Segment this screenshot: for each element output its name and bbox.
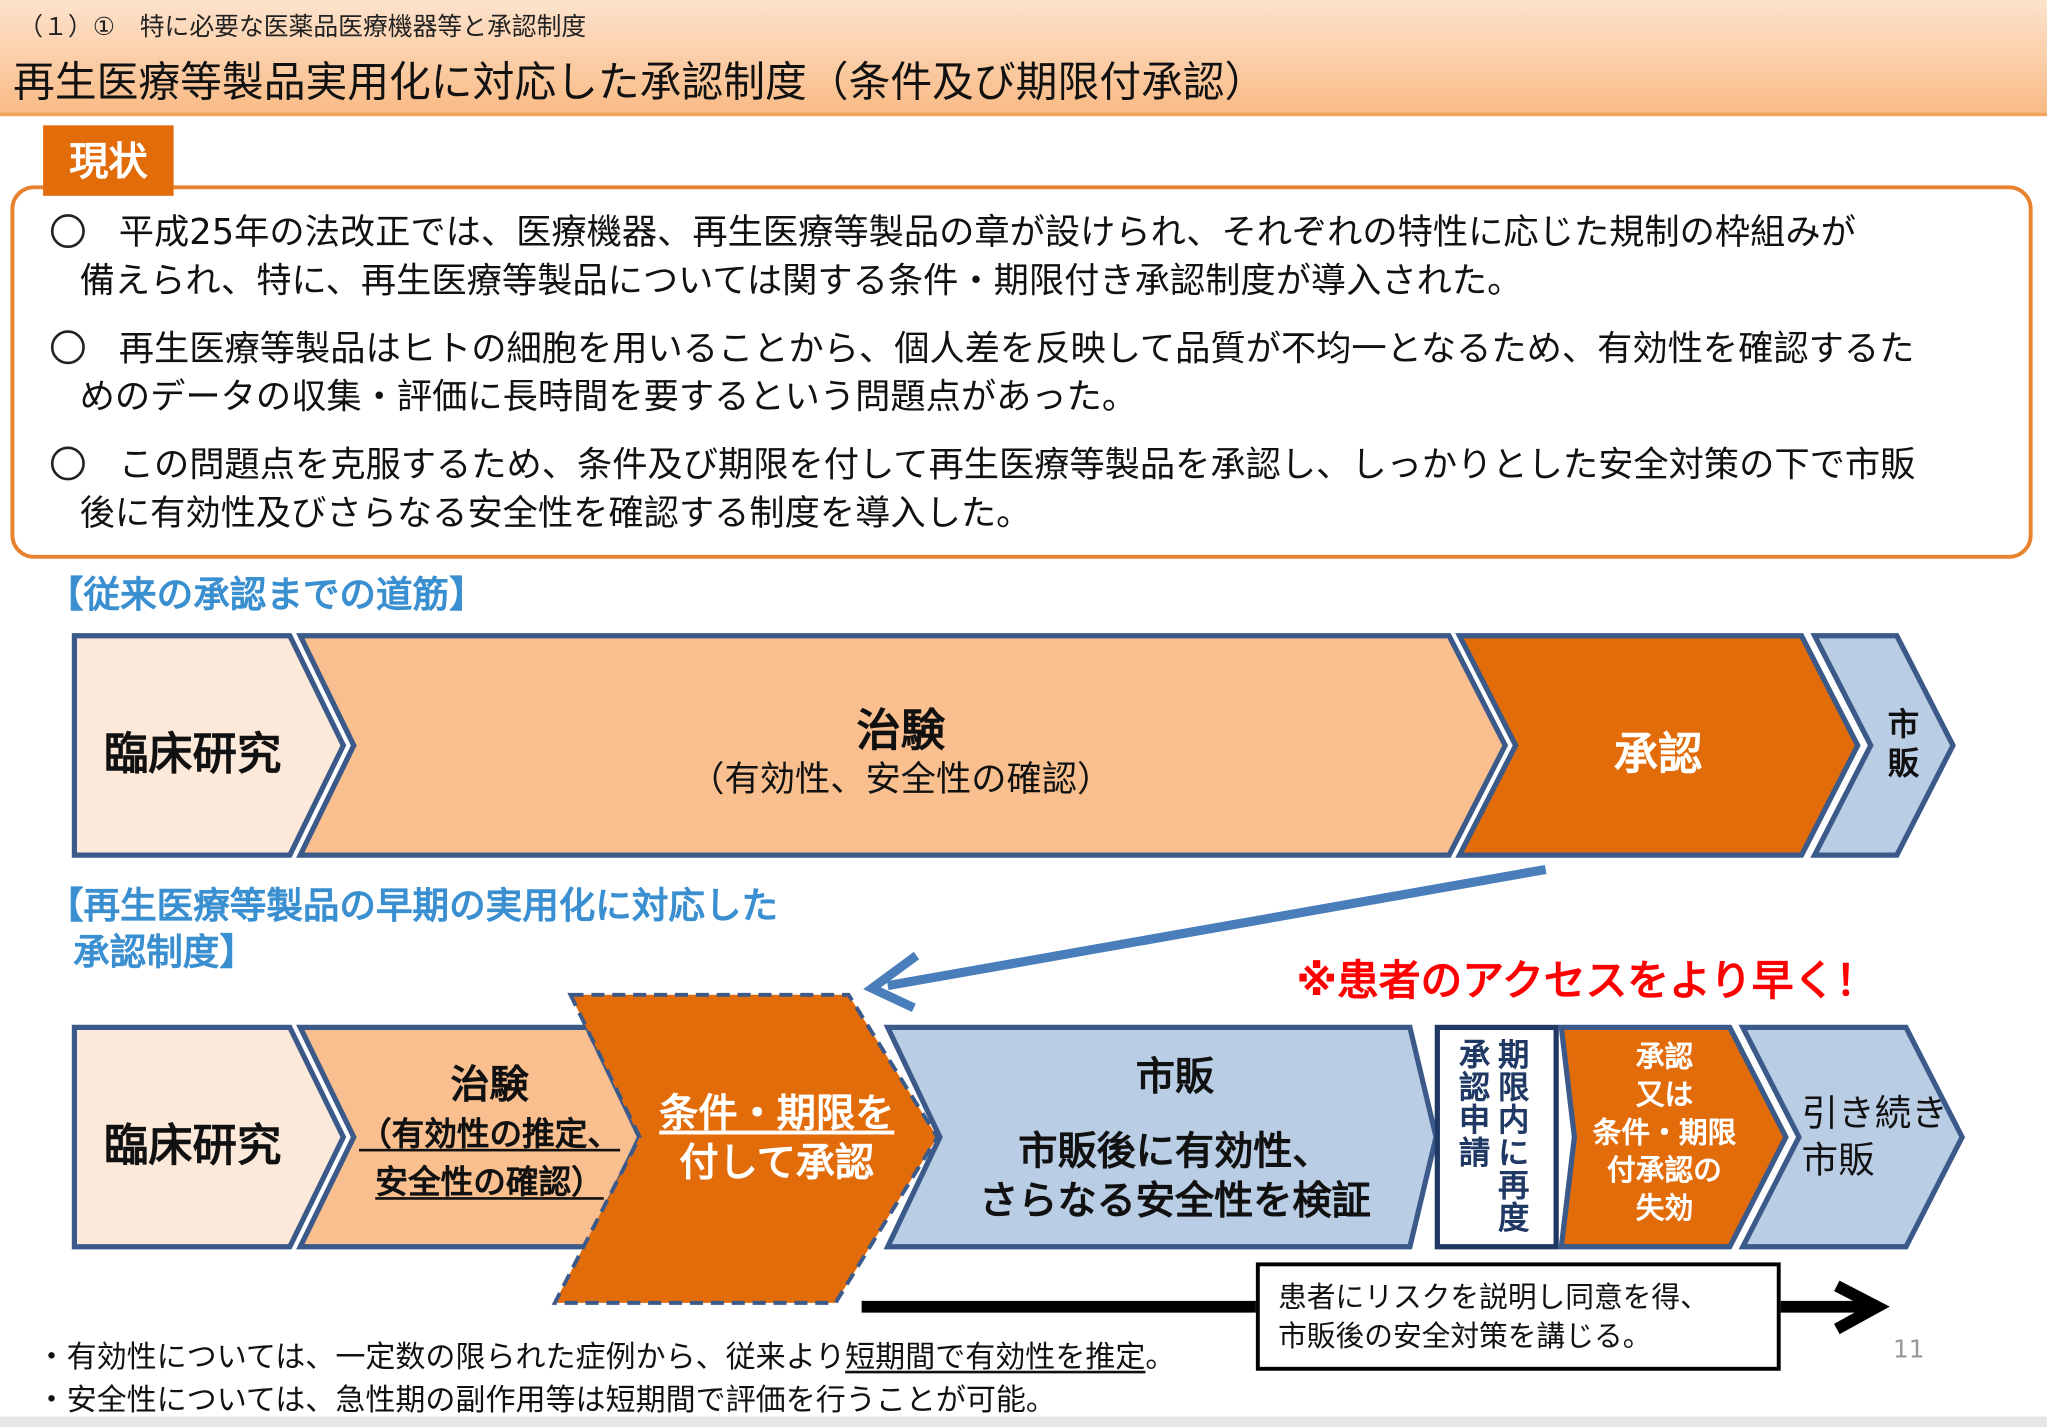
trial-label: 治験 bbox=[856, 704, 946, 758]
footnote-efficacy: ・有効性については、一定数の限られた症例から、従来より短期間で有効性を推定。 bbox=[37, 1332, 1176, 1376]
chevron-clinical-research-2 bbox=[71, 1024, 347, 1250]
status-tab-label: 現状 bbox=[43, 125, 174, 196]
conditional-line-1: 条件・期限を bbox=[659, 1091, 895, 1138]
chevron-market bbox=[1810, 633, 1956, 858]
reapply-label: 期限内に再度承認申請 bbox=[1452, 1038, 1530, 1247]
trial-sub-label: （有効性、安全性の確認） bbox=[689, 759, 1113, 801]
chevron-conditional-approval bbox=[551, 992, 940, 1305]
page-title: 再生医療等製品実用化に対応した承認制度（条件及び期限付承認） bbox=[13, 57, 1267, 108]
section-subtitle: （１）① 特に必要な医薬品医療機器等と承認制度 bbox=[18, 13, 587, 42]
market-label-1: 市 bbox=[1887, 706, 1920, 743]
bullet-2: 再生医療等製品はヒトの細胞を用いることから、個人差を反映して品質が不均一となるた… bbox=[50, 325, 1915, 422]
footnote-text: 。 bbox=[1145, 1340, 1176, 1375]
page-number: 11 bbox=[1892, 1335, 1925, 1365]
result-label: 承認又は条件・期限付承認の失効 bbox=[1573, 1039, 1756, 1228]
footnote-emphasis: 短期間で有効性を推定 bbox=[845, 1340, 1146, 1375]
market-verification-label: 市販後に有効性、さらなる安全性を検証 bbox=[940, 1128, 1410, 1227]
result-2: 又は bbox=[1635, 1079, 1694, 1113]
continue-2: 市販 bbox=[1801, 1138, 1875, 1182]
bullet-text: 平成25年の法改正では、医療機器、再生医療等製品の章が設けられ、それぞれの特性に… bbox=[118, 212, 1856, 254]
bullet-text: 備えられ、特に、再生医療等製品については関する条件・期限付き承認制度が導入された… bbox=[79, 261, 1523, 302]
result-4: 付承認の bbox=[1607, 1155, 1722, 1188]
result-3: 条件・期限 bbox=[1592, 1117, 1737, 1151]
circle-bullet-icon bbox=[50, 446, 85, 481]
chevron-result bbox=[1558, 1024, 1789, 1250]
bullet-text: この問題点を克服するため、条件及び期限を付して再生医療等製品を承認し、しっかりと… bbox=[118, 445, 1916, 486]
new-system-heading: 【再生医療等製品の早期の実用化に対応した承認制度】 bbox=[47, 883, 778, 977]
trial-sub-2: 安全性の確認） bbox=[375, 1163, 604, 1202]
bullet-text: めのデータの収集・評価に長時間を要するという問題点があった。 bbox=[79, 377, 1138, 418]
blue-arrow-head-icon bbox=[863, 951, 920, 1012]
market-sub-1: 市販後に有効性、 bbox=[1018, 1129, 1332, 1175]
result-5: 失効 bbox=[1635, 1193, 1694, 1226]
bullet-text: 後に有効性及びさらなる安全性を確認する制度を導入した。 bbox=[79, 493, 1032, 534]
bullet-3: この問題点を克服するため、条件及び期限を付して再生医療等製品を承認し、しっかりと… bbox=[50, 441, 1916, 538]
trial-title: 治験 bbox=[450, 1062, 529, 1109]
chevron-approval bbox=[1455, 633, 1861, 858]
clinical-research-label-2: 臨床研究 bbox=[103, 1120, 282, 1173]
market-title-2: 市販 bbox=[1135, 1054, 1215, 1101]
bottom-bar bbox=[0, 1416, 2047, 1427]
conditional-approval-label: 条件・期限を付して承認 bbox=[640, 1090, 914, 1189]
chevron-continue bbox=[1738, 1024, 1966, 1250]
circle-bullet-icon bbox=[50, 214, 85, 249]
heading-line-1: 【再生医療等製品の早期の実用化に対応した bbox=[46, 883, 779, 927]
black-arrow-head-icon bbox=[1833, 1280, 1890, 1335]
bullet-text: 再生医療等製品はヒトの細胞を用いることから、個人差を反映して品質が不均一となるた… bbox=[118, 328, 1915, 370]
header-band: （１）① 特に必要な医薬品医療機器等と承認制度 再生医療等製品実用化に対応した承… bbox=[0, 0, 2047, 117]
risk-note-1: 患者にリスクを説明し同意を得、 bbox=[1278, 1281, 1709, 1315]
risk-note-text: 患者にリスクを説明し同意を得、市販後の安全対策を講じる。 bbox=[1278, 1279, 1709, 1357]
footnote-safety: ・安全性については、急性期の副作用等は短期間で評価を行うことが可能。 bbox=[36, 1383, 1056, 1418]
chevron-clinical-research bbox=[71, 633, 347, 858]
market-label: 市販 bbox=[1867, 705, 1940, 783]
chevron-market-2 bbox=[883, 1024, 1439, 1250]
market-label-2: 販 bbox=[1887, 745, 1920, 782]
reapply-line-2: 承認申請 bbox=[1452, 1037, 1490, 1169]
risk-note-box: 患者にリスクを説明し同意を得、市販後の安全対策を講じる。 bbox=[1255, 1262, 1781, 1371]
market-sub-2: さらなる安全性を検証 bbox=[979, 1178, 1371, 1225]
continue-market-label: 引き続き市販 bbox=[1802, 1090, 1948, 1184]
trial-sub-1: （有効性の推定、 bbox=[358, 1114, 621, 1153]
bullet-1: 平成25年の法改正では、医療機器、再生医療等製品の章が設けられ、それぞれの特性に… bbox=[50, 209, 1856, 306]
conditional-line-2: 付して承認 bbox=[679, 1140, 875, 1187]
callout-text: ※患者のアクセスをより早く！ bbox=[1296, 955, 1878, 1006]
circle-bullet-icon bbox=[50, 330, 85, 365]
footnote-text: ・有効性については、一定数の限られた症例から、従来より bbox=[36, 1340, 846, 1375]
heading-line-2: 承認制度】 bbox=[73, 930, 256, 974]
conventional-heading: 【従来の承認までの道筋】 bbox=[46, 573, 486, 617]
trial-label-2: 治験 （有効性の推定、安全性の確認） bbox=[352, 1063, 626, 1207]
reapply-line-1: 期限内に再度 bbox=[1492, 1037, 1529, 1234]
result-1: 承認 bbox=[1635, 1041, 1694, 1075]
chevron-trial bbox=[296, 633, 1509, 858]
clinical-research-label: 臨床研究 bbox=[103, 728, 282, 781]
risk-note-2: 市販後の安全対策を講じる。 bbox=[1278, 1321, 1652, 1354]
status-box: 平成25年の法改正では、医療機器、再生医療等製品の章が設けられ、それぞれの特性に… bbox=[10, 185, 2033, 559]
reapply-box bbox=[1434, 1024, 1559, 1250]
approval-label: 承認 bbox=[1613, 728, 1703, 781]
continue-1: 引き続き bbox=[1801, 1091, 1948, 1135]
blue-arrow-line bbox=[886, 864, 1547, 991]
